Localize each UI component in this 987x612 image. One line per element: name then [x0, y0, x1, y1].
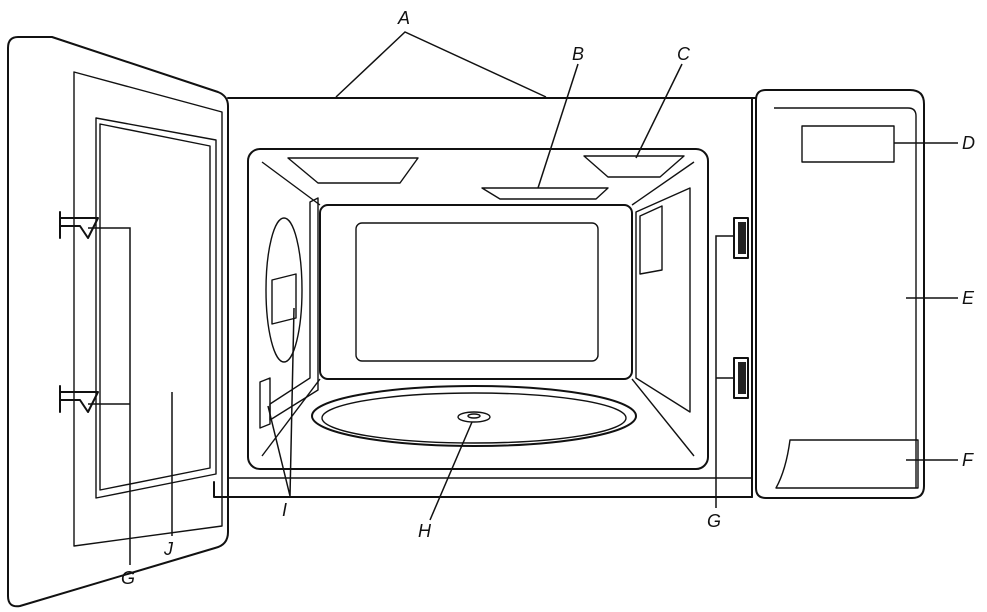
label-d: D [962, 133, 975, 153]
leader-a [335, 31, 547, 98]
turntable-outer [311, 385, 637, 447]
latch-slot-top-shade [738, 222, 746, 254]
door-latch-hook-bottom [59, 385, 99, 413]
door-outer-frame [7, 36, 229, 608]
right-wall-panel [635, 187, 691, 413]
leader-i [267, 307, 295, 497]
ceiling-vent-right [583, 155, 685, 178]
label-f: F [962, 450, 974, 470]
latch-slot-top [733, 217, 749, 259]
leader-c [635, 63, 683, 159]
display-window[interactable] [801, 125, 895, 163]
door-release-button[interactable] [775, 439, 919, 489]
turntable-inner [321, 392, 627, 444]
control-panel-inner [774, 107, 917, 488]
control-panel [755, 89, 925, 499]
cavity-opening [247, 148, 709, 470]
label-g-left: G [121, 568, 135, 588]
leader-lines [88, 31, 958, 565]
control-panel-outline [755, 89, 925, 499]
cabinet-base [213, 481, 753, 498]
cavity-back-panel [355, 222, 599, 362]
cavity-edge-top-left [261, 161, 321, 206]
turntable-shaft-core [467, 413, 481, 419]
leader-g-right [715, 235, 734, 508]
door-latch-hook-top [59, 211, 99, 239]
leader-b [537, 63, 579, 189]
label-c: C [677, 44, 691, 64]
label-h: H [418, 521, 432, 541]
waveguide-cover [481, 187, 609, 200]
door [7, 36, 229, 608]
cabinet [213, 97, 757, 498]
labels: A B C D E F G G H I J [121, 8, 975, 588]
label-g-right: G [707, 511, 721, 531]
right-wall-vent [639, 205, 663, 275]
label-j: J [163, 539, 174, 559]
latch-slot-bottom-shade [738, 362, 746, 394]
ceiling-vent-left [287, 157, 419, 184]
leader-g-left [88, 227, 131, 565]
leader-h [429, 421, 473, 521]
label-a: A [397, 8, 410, 28]
left-wall-oval [265, 217, 303, 363]
safety-interlock-lower [259, 377, 271, 429]
door-inner-frame [73, 71, 223, 547]
cavity-back-wall [319, 204, 633, 380]
label-b: B [572, 44, 584, 64]
door-window-glass [99, 123, 211, 491]
cavity-edge-bottom-right [631, 378, 695, 457]
turntable-shaft [457, 411, 491, 423]
safety-interlock-upper [271, 273, 297, 325]
door-window-frame [95, 117, 217, 499]
label-e: E [962, 288, 975, 308]
label-i: I [282, 500, 287, 520]
cavity-edge-top-right [631, 161, 695, 206]
